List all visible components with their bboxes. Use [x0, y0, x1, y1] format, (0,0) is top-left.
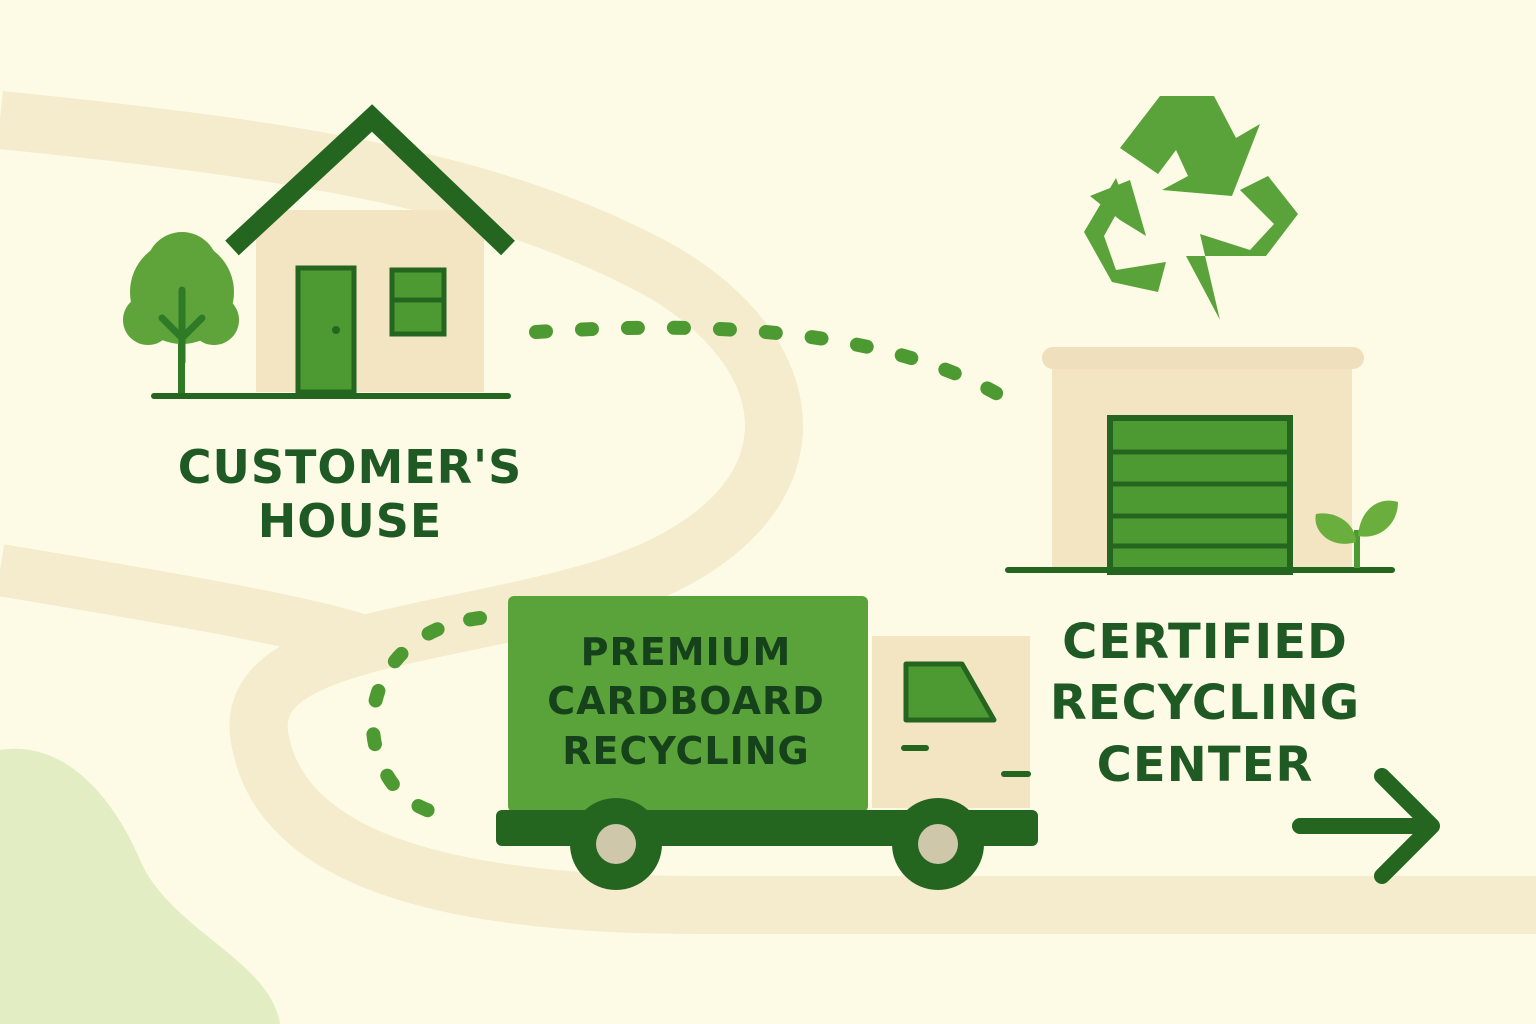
arrow-right-icon: [1292, 768, 1440, 884]
house-label-line2: HOUSE: [257, 494, 443, 549]
truck-label-line2: CARDBOARD: [547, 679, 825, 724]
recycle-icon: [1084, 96, 1298, 320]
center-label-line1: CERTIFIED: [1062, 614, 1348, 670]
truck-label-line3: RECYCLING: [562, 728, 810, 773]
center-label-line2: RECYCLING: [1049, 675, 1361, 732]
tree-icon: [123, 232, 239, 393]
sprout-icon: [1315, 500, 1398, 568]
house-label: CUSTOMER'S HOUSE: [140, 440, 560, 549]
truck-label: PREMIUM CARDBOARD RECYCLING: [510, 628, 862, 776]
truck-icon: [496, 596, 1038, 890]
house-label-line1: CUSTOMER'S: [177, 440, 523, 494]
dotted-connector-truck-loop: [365, 611, 487, 825]
house-icon: [151, 104, 515, 399]
recycling-building-icon: [1005, 347, 1395, 575]
road-branch: [0, 544, 369, 665]
center-label-line3: CENTER: [1096, 736, 1314, 793]
green-hill: [0, 748, 280, 1024]
truck-label-line1: PREMIUM: [580, 630, 792, 674]
center-label: CERTIFIED RECYCLING CENTER: [1020, 612, 1390, 796]
